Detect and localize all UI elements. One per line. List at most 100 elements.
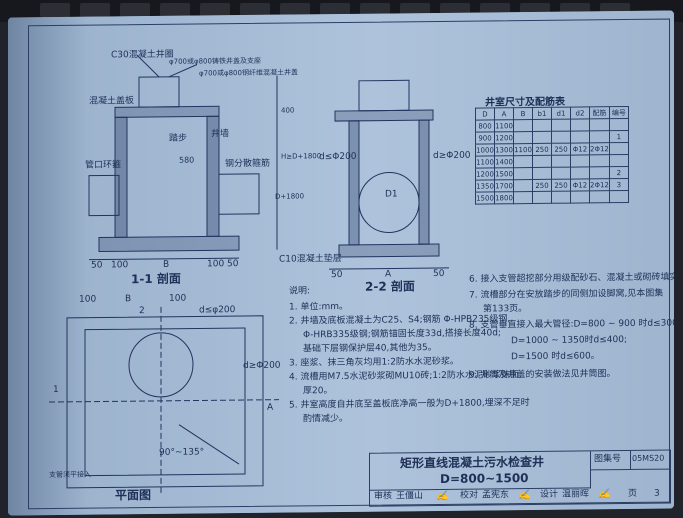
dim-50-2: 50 (331, 269, 343, 281)
table-header-cell: D (475, 107, 495, 121)
table-cell: 1500 (475, 191, 495, 205)
drawing-title: 矩形直线混凝土污水检查井 (400, 454, 545, 471)
review-label: 审核 (374, 491, 393, 502)
table-cell: 1350 (475, 179, 495, 193)
cover-slab (114, 105, 220, 118)
table-cell (532, 191, 552, 204)
base-slab-2 (338, 243, 440, 258)
table-cell (532, 119, 552, 132)
table-cell: 1200 (475, 167, 495, 181)
table-cell: 2Φ12 (589, 178, 610, 191)
table-cell (532, 155, 552, 168)
table-header-cell: A (494, 107, 514, 120)
table-cell (589, 190, 610, 203)
dim-100-right: 100 (207, 259, 225, 270)
table-cell: 250 (532, 179, 552, 192)
table-cell (513, 167, 533, 180)
blueprint-sheet: C30混凝土井圈 φ700或φ800铸铁井盖及支座 φ700或φ800钢纤维混凝… (8, 10, 674, 516)
design-label: 设计 (540, 489, 559, 500)
table-cell (551, 119, 571, 132)
atlas-no-cell: 05MS20 (630, 450, 669, 470)
pipe-circle (358, 171, 420, 233)
drawing-linework (49, 54, 449, 495)
table-cell: 1 (609, 130, 629, 143)
table-cell: 1700 (494, 179, 514, 192)
design-name: 温丽晖 (562, 489, 590, 500)
table-cell (570, 166, 590, 180)
table-cell (609, 142, 629, 155)
table-cell (551, 131, 571, 144)
notes-heading: 说明: (289, 286, 311, 297)
table-cell: Φ12 (570, 142, 590, 156)
plan-support: 支管须平接入 (49, 470, 91, 480)
table-cell (609, 190, 629, 203)
table-cell: 250 (532, 143, 552, 156)
dim-100-left: 100 (111, 260, 129, 271)
dim-b: B (163, 259, 170, 270)
label-d1: D1 (385, 189, 398, 200)
table-cell: 1300 (494, 143, 514, 156)
table-cell (589, 166, 610, 179)
design-signature: ✍ (598, 489, 611, 501)
label-h1800: H≥D+1800 (281, 152, 322, 161)
cover-slab-2 (334, 109, 434, 122)
label-580: 580 (179, 155, 195, 165)
note-line: D=1000 ~ 1350时d≤400; (511, 335, 628, 347)
dim-line (89, 257, 239, 261)
table-cell: 3 (609, 178, 629, 191)
note-line: D=1500 时d≤600。 (511, 351, 600, 363)
leader (136, 54, 160, 78)
table-cell: 250 (551, 179, 571, 192)
note-line: 9. 井筒及井盖的安装做法见井筒图。 (469, 369, 616, 381)
table-cell (513, 131, 533, 144)
table-header-cell: b1 (532, 107, 552, 120)
atlas-no: 05MS20 (632, 453, 665, 463)
label-cover2: φ700或φ800钢纤维混凝土井盖 (199, 68, 298, 78)
note-line: 厚20。 (303, 386, 333, 397)
plan-marker-1: 1 (53, 384, 59, 396)
keyboard-key (240, 3, 270, 17)
page-no: 3 (654, 488, 660, 499)
table-header-cell: 配筋 (589, 106, 610, 119)
label-400: 400 (281, 106, 295, 115)
label-d200-right: d≥Φ200 (433, 150, 471, 162)
check-name: 孟宪东 (482, 490, 510, 501)
table-cell (551, 167, 571, 180)
table-header-cell: d1 (551, 107, 571, 120)
keyboard-key (40, 3, 70, 17)
table-cell (551, 191, 571, 204)
table-cell: 800 (475, 119, 495, 133)
table-cell (609, 154, 629, 167)
plan-title: 平面图 (115, 487, 152, 503)
note-line: 3. 座浆、抹三角灰均用1:2防水水泥砂浆。 (289, 356, 459, 369)
label-wall: 井墙 (211, 129, 230, 140)
label-pipe-ring: 管口环箍 (85, 160, 122, 171)
table-cell (532, 131, 552, 144)
plan-d200: d≤φ200 (199, 305, 236, 316)
drawing-frame: C30混凝土井圈 φ700或φ800铸铁井盖及支座 φ700或φ800钢纤维混凝… (28, 18, 674, 510)
table-cell (570, 190, 590, 204)
review-name: 王僵山 (396, 491, 424, 502)
label-d1800: D+1800 (275, 192, 305, 201)
table-cell (570, 130, 590, 144)
keyboard-key (160, 3, 190, 17)
keyboard-key (80, 3, 110, 17)
center-line (49, 399, 279, 403)
atlas-label: 图集号 (594, 454, 622, 465)
table-cell (589, 130, 610, 143)
plan-inner (84, 327, 246, 477)
label-d200-left: d≤Φ200 (319, 151, 357, 163)
table-cell (551, 155, 571, 168)
dim-50-right: 50 (227, 259, 239, 270)
shaft-neck (138, 76, 180, 108)
table-cell (513, 155, 533, 168)
note-line: 7. 流槽部分在安放踏步的同侧加设脚窝,见本图集 (469, 288, 664, 301)
plan-outline (66, 315, 264, 489)
section-2-2-title: 2-2 剖面 (365, 279, 415, 294)
table-cell: 1500 (494, 167, 514, 180)
note-line: 第133页。 (483, 304, 528, 315)
dim-50-left: 50 (91, 260, 103, 271)
note-line: 1. 单位:mm。 (289, 301, 349, 313)
label-c30: C30混凝土井圈 (111, 49, 174, 61)
table-cell: 1100 (513, 143, 533, 156)
